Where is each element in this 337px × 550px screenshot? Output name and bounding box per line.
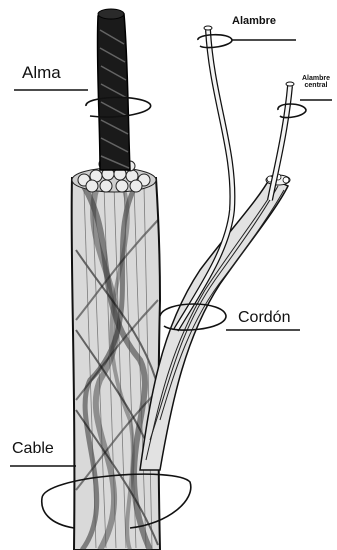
alma-core	[97, 9, 130, 170]
label-cable: Cable	[12, 441, 54, 457]
label-alambre-central-line2: central	[296, 82, 336, 89]
label-alma: Alma	[22, 64, 61, 81]
label-alambre-central-line1: Alambre	[296, 75, 336, 82]
label-alambre: Alambre	[232, 16, 276, 27]
label-cordon: Cordón	[238, 310, 290, 326]
annotation-rings	[10, 35, 332, 528]
cable-body	[72, 178, 160, 550]
label-alambre-central: Alambre central	[296, 75, 336, 90]
alambre-wire	[176, 26, 232, 330]
